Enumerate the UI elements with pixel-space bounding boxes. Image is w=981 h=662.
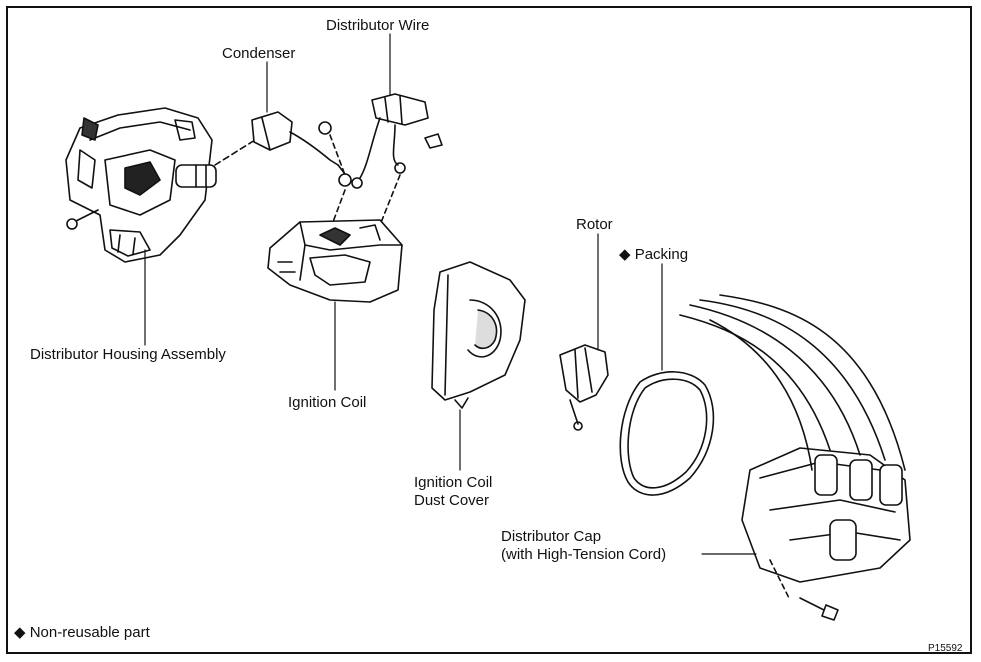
packing-drawing [619,371,715,496]
dust-cover-drawing [431,261,526,409]
legend-non-reusable: ◆ Non-reusable part [14,624,150,641]
housing-screw-drawing [66,209,99,230]
label-dust-cover-line2: Dust Cover [414,492,490,509]
distributor-housing-drawing [65,107,217,263]
label-ignition-coil: Ignition Coil [288,394,367,411]
label-packing: ◆ Packing [619,246,689,263]
label-distributor-housing: Distributor Housing Assembly [30,346,226,363]
rotor-drawing [559,344,609,431]
label-cap-line2: (with High-Tension Cord) [501,546,667,563]
distributor-cap-drawing [679,294,911,583]
condenser-drawing [251,111,352,187]
label-condenser: Condenser [222,45,296,62]
ignition-coil-drawing [267,219,403,303]
figure-id: P15592 [928,643,963,654]
label-rotor: Rotor [576,216,613,233]
label-distributor-wire: Distributor Wire [326,17,430,34]
label-cap-line1: Distributor Cap [501,528,602,545]
leader-lines [144,33,757,555]
distributor-wire-drawing [351,93,443,189]
label-dust-cover-line1: Ignition Coil [414,474,493,491]
figure-border [6,6,972,654]
cap-screw-drawing [799,597,839,621]
